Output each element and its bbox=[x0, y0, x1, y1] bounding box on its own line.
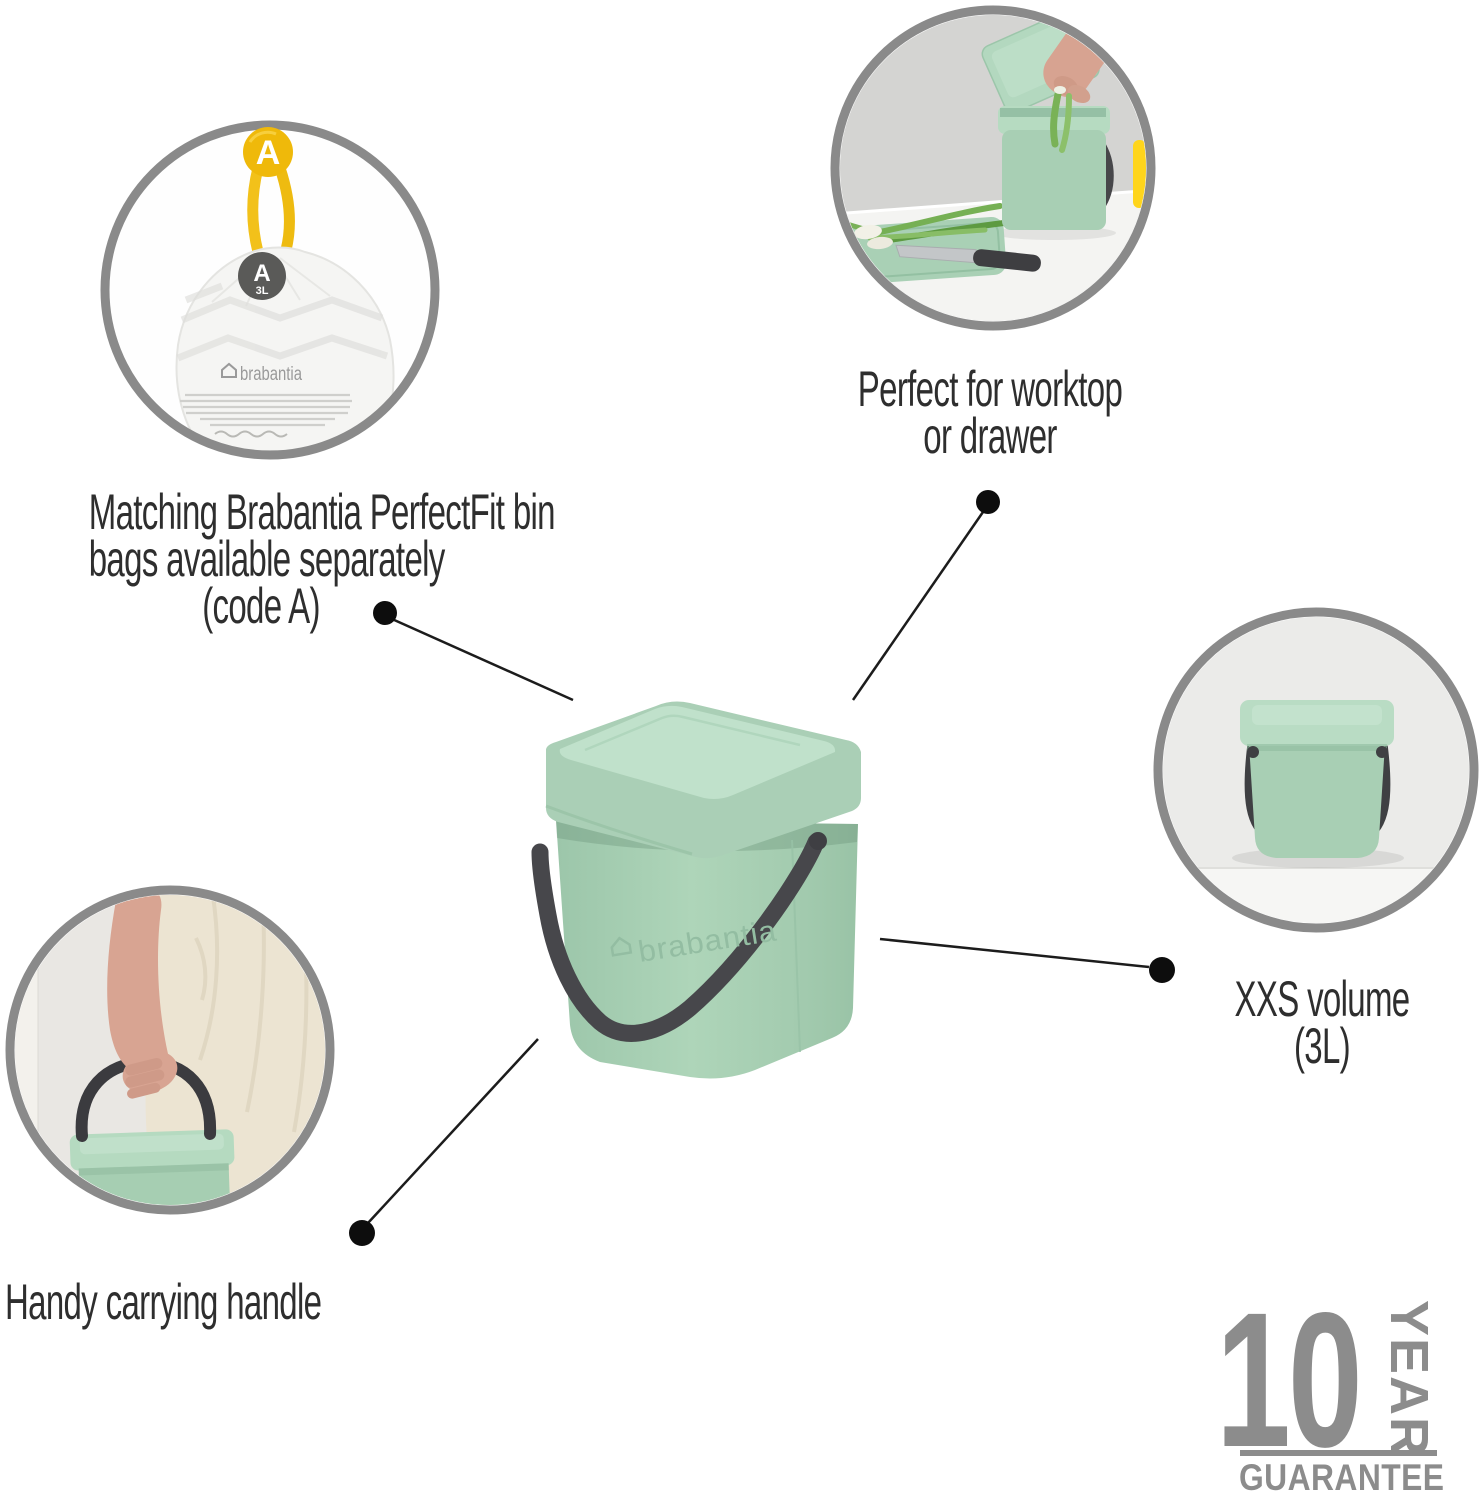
guarantee-divider bbox=[1240, 1450, 1437, 1456]
main-bin-lid-plateau-line bbox=[584, 714, 801, 752]
callout-line-worktop bbox=[851, 511, 985, 701]
callout-text-bags: Matching Brabantia PerfectFit bin bags a… bbox=[88, 484, 556, 634]
bag-drawstring-left bbox=[247, 162, 264, 258]
callout-lines bbox=[367, 511, 1150, 1224]
bag-vignette-ring bbox=[100, 120, 440, 460]
callout-dot-bags bbox=[373, 601, 397, 625]
bag-signature-squiggle bbox=[214, 430, 288, 438]
carry-fingers bbox=[125, 1057, 165, 1099]
carry-bin-lid-plateau bbox=[79, 1133, 224, 1155]
bag-drawstring-right bbox=[274, 162, 295, 256]
bag-vignette: A 3L brabantia A bbox=[100, 120, 440, 460]
carry-vignette-ring bbox=[5, 885, 335, 1215]
callout-dot-worktop bbox=[976, 490, 1000, 514]
bag-code-letter: A bbox=[253, 260, 270, 287]
callout-dots bbox=[349, 490, 1175, 1246]
main-bin-lid-top bbox=[559, 705, 836, 799]
bag-hook-highlight bbox=[248, 130, 277, 143]
callout-text-handle: Handy carrying handle bbox=[5, 1274, 348, 1330]
callout-dot-volume bbox=[1149, 957, 1175, 983]
door-frame bbox=[15, 895, 39, 1205]
callout-bags-line3: (code A) bbox=[202, 578, 320, 634]
main-bin-lid-lip bbox=[545, 804, 693, 856]
bag-code-badge bbox=[238, 252, 286, 300]
main-bin: brabantia bbox=[531, 701, 861, 1079]
guarantee-logo: 10 YEAR GUARANTEE bbox=[1212, 1284, 1477, 1499]
main-bin-body bbox=[556, 820, 858, 1079]
callout-line-volume bbox=[879, 937, 1150, 969]
xxs-bin-body bbox=[1249, 744, 1385, 858]
spring-onions bbox=[840, 203, 1015, 250]
xxs-bin bbox=[1240, 700, 1394, 858]
worktop-bin-body bbox=[1002, 130, 1106, 230]
xxs-vignette bbox=[1153, 607, 1479, 933]
callout-text-volume: XXS volume (3L) bbox=[1190, 971, 1454, 1074]
xxs-bin-lid-plateau bbox=[1252, 705, 1382, 725]
carry-bin-body bbox=[78, 1163, 231, 1205]
main-bin-handle bbox=[531, 833, 825, 1042]
carry-arm bbox=[107, 895, 178, 1099]
xxs-bin-lid-shadow bbox=[1247, 744, 1387, 751]
callout-line-bags bbox=[391, 617, 574, 702]
bag-fine-print bbox=[180, 393, 352, 427]
callout-worktop-line2: or drawer bbox=[923, 408, 1057, 464]
onion-scrap-1 bbox=[1050, 90, 1062, 148]
xxs-handle-pivot-left bbox=[1247, 746, 1259, 758]
carry-bin-lid-shadow bbox=[78, 1163, 229, 1176]
callout-volume-line2: (3L) bbox=[1293, 1018, 1351, 1074]
callout-line-handle bbox=[367, 1038, 539, 1224]
callout-bags-line1: Matching Brabantia PerfectFit bin bbox=[88, 484, 556, 540]
bag-code-size: 3L bbox=[256, 285, 269, 297]
guarantee-number: 10 bbox=[1216, 1272, 1363, 1487]
callout-bags-line2: bags available separately bbox=[88, 531, 446, 587]
main-bin-handle-pivot bbox=[809, 832, 827, 850]
main-bin-house-icon bbox=[610, 936, 633, 957]
xxs-handle-pivot-right bbox=[1376, 746, 1388, 758]
bag-scene: A 3L brabantia bbox=[109, 129, 431, 451]
callout-dot-handle bbox=[349, 1220, 375, 1246]
bag-hook-disk bbox=[243, 127, 293, 177]
worktop-vignette-ring bbox=[830, 5, 1156, 331]
worktop-vignette bbox=[830, 5, 1156, 331]
callout-volume-line1: XXS volume bbox=[1234, 971, 1411, 1027]
guarantee-year-vertical: YEAR bbox=[1379, 1300, 1439, 1459]
callout-handle-line1: Handy carrying handle bbox=[5, 1274, 322, 1330]
bag-brand-text: brabantia bbox=[240, 364, 302, 385]
brabantia-house-icon bbox=[221, 362, 237, 378]
kitchen-knife bbox=[895, 244, 1041, 272]
callout-worktop-line1: Perfect for worktop bbox=[857, 361, 1123, 417]
xxs-vignette-ring bbox=[1153, 607, 1479, 933]
worktop-scene bbox=[840, 15, 1146, 321]
bag-hook-letter: A bbox=[256, 134, 281, 172]
bag-chevron-pattern bbox=[176, 282, 389, 362]
guarantee-word: GUARANTEE bbox=[1239, 1457, 1445, 1498]
onion-scrap-2 bbox=[1059, 93, 1072, 153]
onion-scrap-tip bbox=[1054, 86, 1066, 94]
carry-scene bbox=[15, 895, 325, 1205]
carry-vignette bbox=[5, 885, 335, 1215]
yellow-utensil bbox=[1133, 140, 1146, 208]
callout-text-worktop: Perfect for worktop or drawer bbox=[851, 361, 1128, 464]
carry-bin bbox=[69, 1129, 235, 1205]
